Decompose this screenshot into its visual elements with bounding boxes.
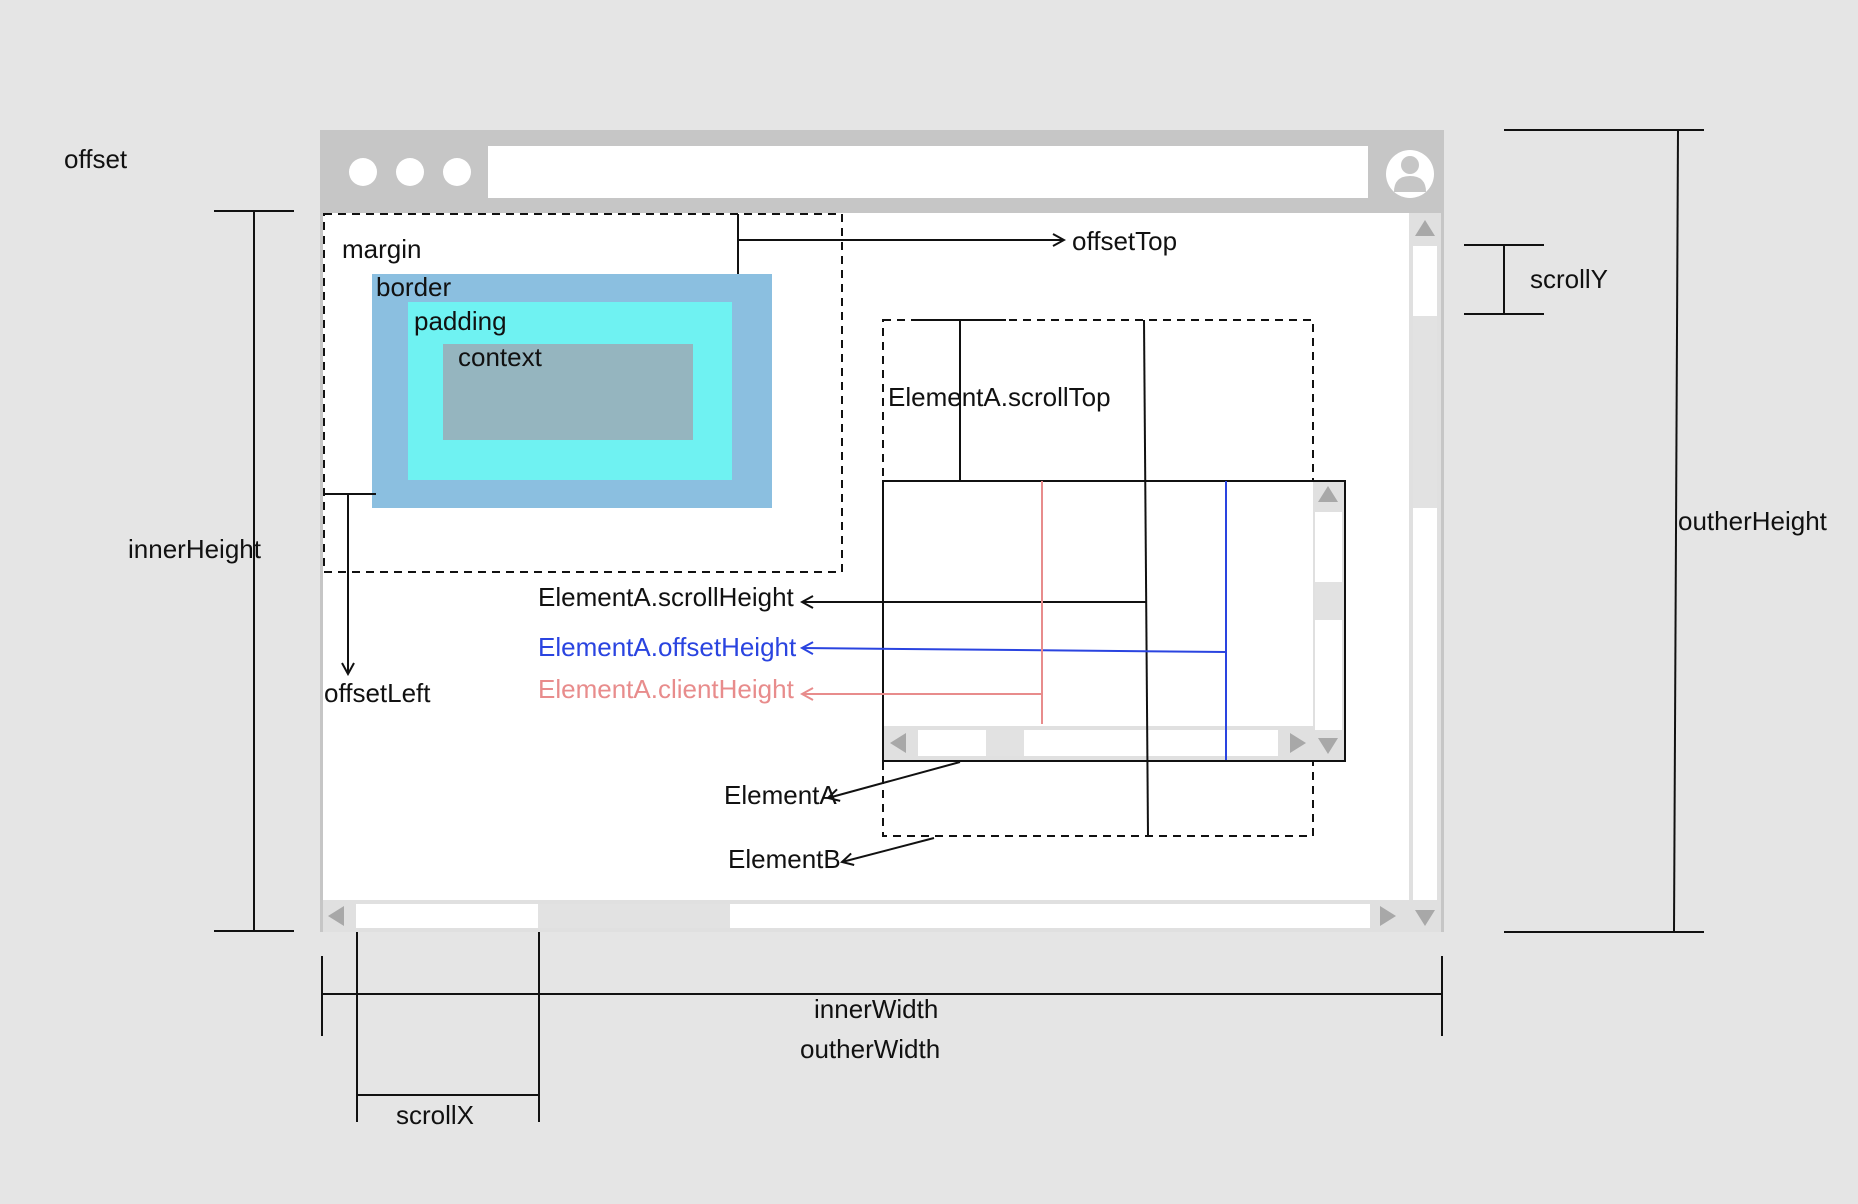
vertical-scrollbar[interactable] xyxy=(1409,213,1441,932)
scroll-top-annotation: ElementA.scrollTop xyxy=(888,319,1111,481)
element-a-horizontal-scrollbar[interactable] xyxy=(884,726,1313,760)
vertical-scroll-thumb[interactable] xyxy=(1413,316,1437,508)
scroll-y-annotation: scrollY xyxy=(1464,244,1608,315)
inner-width-annotation: innerWidth outherWidth xyxy=(321,956,1443,1064)
element-a-scroll-top-label: ElementA.scrollTop xyxy=(888,382,1111,412)
outher-height-label: outherHeight xyxy=(1678,506,1828,536)
element-a-box xyxy=(882,480,1346,762)
element-b-label: ElementB xyxy=(728,844,841,874)
window-dot-minimize[interactable] xyxy=(396,158,424,186)
element-a-offset-height-label: ElementA.offsetHeight xyxy=(538,632,797,662)
window-dot-close[interactable] xyxy=(349,158,377,186)
inner-height-annotation: innerHeight xyxy=(128,210,294,932)
margin-label: margin xyxy=(342,234,421,264)
margin-box xyxy=(323,213,843,573)
outher-width-label: outherWidth xyxy=(800,1034,940,1064)
outher-height-annotation: outherHeight xyxy=(1504,129,1828,933)
offset-left-annotation: offsetLeft xyxy=(324,493,431,708)
triangle-left-icon[interactable] xyxy=(328,906,344,926)
box-model: margin border padding context xyxy=(323,213,843,573)
horizontal-scrollbar[interactable] xyxy=(323,900,1409,932)
triangle-down-icon[interactable] xyxy=(1318,738,1338,754)
element-a-client-height-label: ElementA.clientHeight xyxy=(538,674,795,704)
triangle-right-icon[interactable] xyxy=(1290,733,1306,753)
triangle-up-icon[interactable] xyxy=(1318,486,1338,502)
horizontal-scroll-thumb[interactable] xyxy=(538,904,730,928)
element-a xyxy=(882,480,1346,762)
element-a-vertical-scrollbar[interactable] xyxy=(1313,482,1344,760)
element-a-label: ElementA xyxy=(724,780,837,810)
triangle-down-icon[interactable] xyxy=(1415,910,1435,926)
content-box xyxy=(443,344,693,440)
inner-width-label: innerWidth xyxy=(814,994,938,1024)
border-label: border xyxy=(376,272,451,302)
scroll-y-label: scrollY xyxy=(1530,264,1608,294)
element-a-scroll-height-label: ElementA.scrollHeight xyxy=(538,582,795,612)
triangle-up-icon[interactable] xyxy=(1415,220,1435,236)
element-b-pointer: ElementB xyxy=(728,837,935,874)
triangle-left-icon[interactable] xyxy=(890,733,906,753)
element-a-horizontal-thumb[interactable] xyxy=(986,730,1024,756)
address-bar[interactable] xyxy=(488,146,1368,198)
offset-left-label: offsetLeft xyxy=(324,678,431,708)
window-dots-icon xyxy=(349,158,471,186)
scroll-x-label: scrollX xyxy=(396,1100,474,1130)
element-a-pointer: ElementA xyxy=(724,761,961,810)
user-avatar-icon[interactable] xyxy=(1386,150,1434,198)
scroll-height-annotation: ElementA.scrollHeight xyxy=(538,319,1149,837)
offset-top-annotation: offsetTop xyxy=(737,214,1177,274)
triangle-right-icon[interactable] xyxy=(1380,906,1396,926)
offset-height-annotation: ElementA.offsetHeight xyxy=(538,481,1227,760)
offset-top-label: offsetTop xyxy=(1072,226,1177,256)
scroll-x-annotation: scrollX xyxy=(356,932,540,1130)
inner-height-label: innerHeight xyxy=(128,534,262,564)
padding-label: padding xyxy=(414,306,507,336)
window-dot-maximize[interactable] xyxy=(443,158,471,186)
context-label: context xyxy=(458,342,543,372)
offset-label: offset xyxy=(64,144,128,174)
element-a-vertical-thumb[interactable] xyxy=(1315,582,1342,620)
client-height-annotation: ElementA.clientHeight xyxy=(538,481,1043,724)
